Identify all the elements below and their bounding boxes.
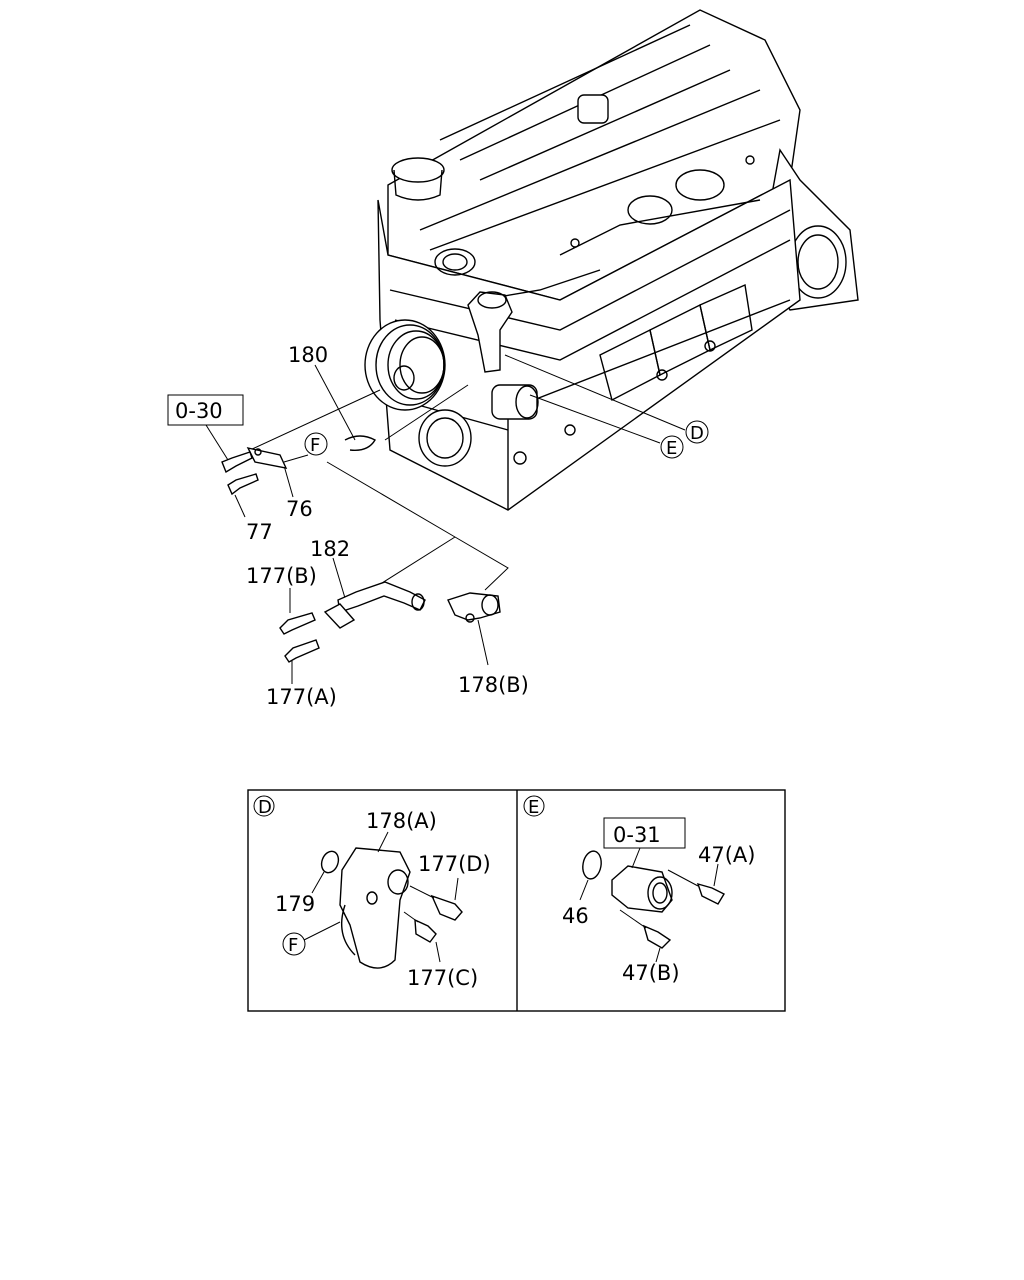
callout-178a: 178(A)	[366, 809, 437, 833]
callout-47a: 47(A)	[698, 843, 755, 867]
gasket-180	[344, 435, 376, 451]
detail-e-marker-circle	[523, 795, 545, 817]
ref-box-031	[603, 817, 686, 849]
fitting-178b	[447, 592, 501, 623]
view-marker-d-circle	[685, 420, 709, 444]
callout-77: 77	[246, 520, 273, 544]
view-marker-d: D	[690, 423, 704, 444]
detail-e-marker: E	[528, 797, 539, 818]
detail-panel	[247, 789, 786, 1012]
bolt-77	[227, 473, 259, 496]
callout-ref-031: 0-31	[613, 823, 661, 847]
callout-46: 46	[562, 904, 589, 928]
detail-d-f-circle	[282, 932, 306, 956]
view-marker-e-circle	[660, 435, 684, 459]
bolt-177a	[284, 639, 320, 663]
callout-ref-030: 0-30	[175, 399, 223, 423]
pipe-182	[323, 581, 426, 629]
view-marker-f-circle	[304, 432, 328, 456]
callout-182: 182	[310, 537, 350, 561]
callout-177a: 177(A)	[266, 685, 337, 709]
callout-177d: 177(D)	[418, 852, 491, 876]
main-callouts: 0-30 180 76 77 182 177(B) 177(A) 178(B) …	[167, 343, 709, 709]
view-marker-e: E	[666, 438, 677, 459]
detail-d-marker: D	[258, 797, 272, 818]
detail-d-f-marker: F	[288, 935, 298, 956]
callout-47b: 47(B)	[622, 961, 680, 985]
callout-76: 76	[286, 497, 313, 521]
detail-d-marker-circle	[253, 795, 275, 817]
callout-179: 179	[275, 892, 315, 916]
callout-177c: 177(C)	[407, 966, 478, 990]
callout-180: 180	[288, 343, 328, 367]
callout-177b: 177(B)	[246, 564, 317, 588]
ref-box-030	[167, 394, 244, 426]
view-marker-f: F	[310, 435, 320, 456]
plate-76	[246, 447, 288, 469]
engine-block	[364, 9, 859, 511]
callout-178b: 178(B)	[458, 673, 529, 697]
bolt-030	[221, 451, 253, 474]
detail-e: E 0-31 47(A) 46 47(B)	[523, 795, 755, 985]
bolt-177b	[279, 612, 316, 635]
detail-d: D F 178(A) 177(D) 179 177(C)	[253, 795, 491, 990]
